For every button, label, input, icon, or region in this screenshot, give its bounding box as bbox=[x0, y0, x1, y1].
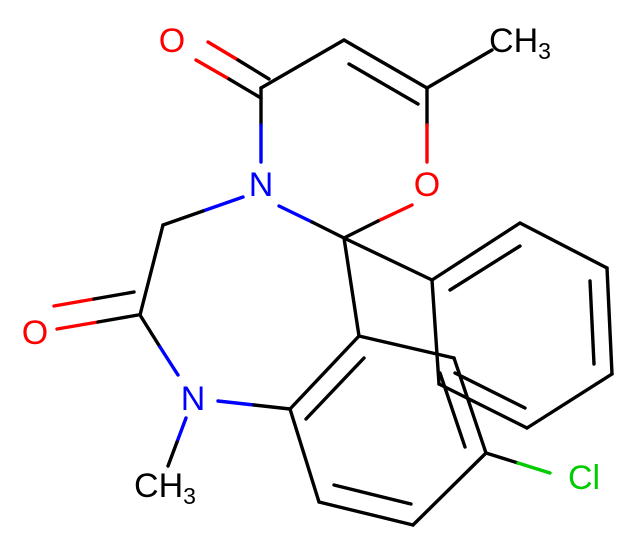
phenyl-bond-6 bbox=[430, 278, 441, 386]
benzo-bond-4 bbox=[411, 451, 488, 527]
bond-c-o-ketone-top-b bbox=[227, 77, 263, 100]
bond-c-o-ketone-top-a bbox=[194, 58, 231, 81]
benzo-bond-3-inner bbox=[332, 483, 413, 506]
bond-n-aryl-a bbox=[216, 399, 256, 407]
benzo-bond-1-inner bbox=[304, 356, 366, 421]
atom-label-o-ketone-left: O bbox=[22, 314, 48, 352]
bond-vinyl-double-b bbox=[347, 62, 420, 106]
bond-spiro-aryl bbox=[342, 236, 361, 338]
bond-c-o-ketone-left-c bbox=[52, 297, 96, 308]
atom-label-n-methyl: N bbox=[181, 380, 206, 418]
atom-label-ch3-top: CH3 bbox=[489, 22, 551, 64]
atom-label-cl: Cl bbox=[568, 459, 600, 497]
benzo-bond-5-inner bbox=[438, 371, 467, 449]
atom-label-n-ring: N bbox=[249, 166, 274, 204]
bond-c-o-ketone-top-d bbox=[236, 58, 271, 81]
bond-n-ch2-b bbox=[161, 209, 205, 227]
phenyl-bond-5 bbox=[437, 382, 529, 430]
atom-label-o-ketone-top: O bbox=[159, 22, 185, 60]
atom-label-ch3-bottom: CH3 bbox=[134, 467, 196, 509]
phenyl-bond-3-inner bbox=[588, 279, 596, 366]
bond-n-methyl-ch3-a bbox=[175, 416, 188, 444]
benzo-bond-5 bbox=[452, 356, 488, 455]
bond-ring-o-spiro-a bbox=[376, 203, 414, 223]
bond-aryl-cl-b bbox=[516, 461, 552, 475]
bond-vinyl-double-a bbox=[342, 38, 429, 90]
phenyl-bond-1 bbox=[430, 221, 522, 282]
bond-n-ch2-a bbox=[201, 195, 245, 213]
bond-carbonyl-n-methyl-b bbox=[158, 345, 180, 377]
bond-n-aryl-b bbox=[252, 403, 292, 411]
benzo-bond-2 bbox=[288, 407, 321, 504]
bond-carbonyl-n-methyl-a bbox=[138, 313, 162, 349]
bond-ch2-carbonyl bbox=[138, 223, 165, 317]
benzo-bond-6 bbox=[357, 334, 456, 360]
bond-c-o-ketone-top-c bbox=[206, 40, 240, 62]
bonds bbox=[52, 38, 614, 527]
bond-c-o-ketone-left-d bbox=[92, 290, 136, 301]
phenyl-bond-4 bbox=[525, 372, 614, 430]
bond-ring-o-spiro-b bbox=[342, 219, 380, 240]
bond-c-o-ketone-left-a bbox=[55, 320, 100, 331]
bond-aryl-cl-a bbox=[484, 451, 520, 465]
bond-c-o-ketone-left-b bbox=[96, 313, 140, 324]
benzo-bond-1 bbox=[288, 334, 361, 411]
bond-spiro-phenyl bbox=[342, 236, 434, 282]
bond-vinyl-methyl bbox=[425, 48, 494, 90]
phenyl-bond-5-inner bbox=[453, 371, 527, 410]
atom-labels: O CH3 N O O N CH3 Cl bbox=[22, 22, 600, 509]
phenyl-bond-3 bbox=[605, 266, 614, 376]
bond-n-spiro-a bbox=[277, 204, 314, 224]
benzo-bond-3 bbox=[317, 500, 415, 527]
phenyl-bond-2 bbox=[518, 221, 609, 270]
atom-label-o-ring: O bbox=[414, 166, 440, 204]
bond-n-spiro-b bbox=[310, 220, 346, 240]
bond-n-methyl-ch3-b bbox=[166, 440, 179, 468]
phenyl-bond-1-inner bbox=[448, 244, 522, 292]
bond-carbonyl-vinyl bbox=[259, 38, 346, 90]
